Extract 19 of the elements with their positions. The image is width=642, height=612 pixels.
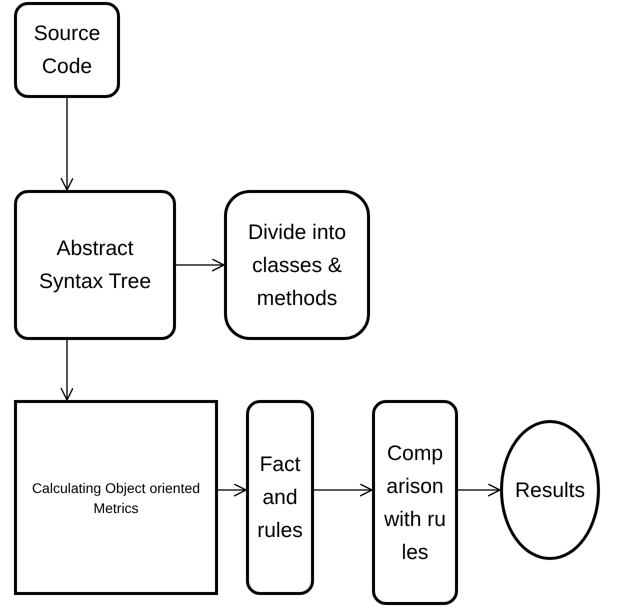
node-label: Source Code <box>32 21 102 80</box>
process-box <box>372 400 458 605</box>
arrow <box>218 483 247 497</box>
process-box <box>224 190 370 340</box>
process-box <box>14 400 218 595</box>
node-label: Fact and rules <box>256 452 304 544</box>
node-label: Results <box>514 478 586 504</box>
node-label: Comparison with rules <box>383 440 447 566</box>
arrow <box>60 340 74 401</box>
arrow <box>176 258 225 272</box>
node-label: Abstract Syntax Tree <box>38 236 152 295</box>
arrow <box>458 483 501 497</box>
node-label: Divide into classes & methods <box>246 220 348 312</box>
arrow <box>314 483 373 497</box>
process-box <box>14 2 120 98</box>
process-box <box>246 400 314 595</box>
node-label: Calculating Object oriented Metrics <box>30 478 202 518</box>
arrow <box>60 98 74 191</box>
process-box <box>14 190 176 340</box>
